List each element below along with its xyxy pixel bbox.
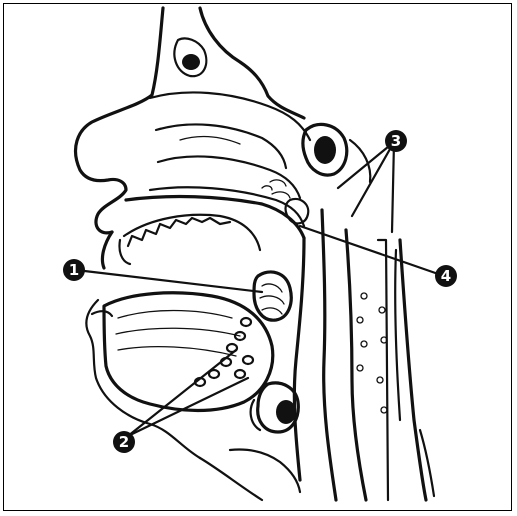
marker-4: 4 (435, 265, 457, 287)
marker-3: 3 (385, 130, 407, 152)
leader-line-3c (392, 142, 394, 232)
palatine-tonsil (254, 272, 291, 320)
larynx-region (230, 383, 300, 492)
marker-2: 2 (113, 431, 135, 453)
pharynx-and-spine (294, 210, 434, 500)
leader-line-4 (300, 226, 444, 276)
marker-4-label: 4 (441, 267, 451, 285)
sphenoid-region (150, 8, 310, 140)
leader-line-1 (76, 270, 262, 292)
marker-3-label: 3 (391, 132, 401, 150)
marker-2-label: 2 (119, 433, 129, 451)
palate-and-upper-teeth (119, 197, 304, 264)
marker-1: 1 (63, 259, 85, 281)
face-profile (76, 8, 262, 500)
marker-1-label: 1 (69, 261, 79, 279)
leader-line-2a (128, 350, 236, 436)
leader-line-3b (352, 142, 394, 216)
